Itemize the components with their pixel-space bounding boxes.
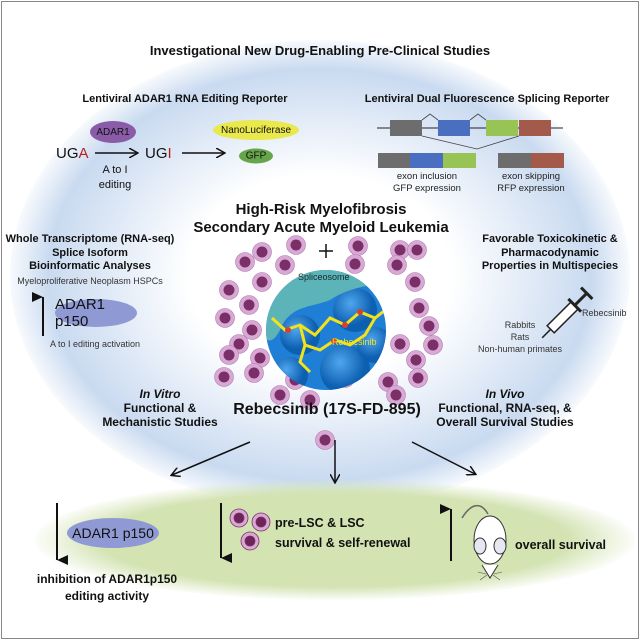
- cell: [407, 240, 427, 260]
- cell: [345, 254, 365, 274]
- cell: [215, 308, 235, 328]
- spliceosome-rebecsinib-structure: [266, 270, 386, 390]
- heading-line: Functional, RNA-seq, &: [438, 401, 572, 415]
- adar1-p150-outcome-ellipse: ADAR1 p150: [67, 518, 159, 548]
- species-item: Rats: [510, 332, 530, 342]
- cell: [252, 242, 272, 262]
- codon-prefix: UG: [145, 145, 168, 162]
- heading-line: Splice Isoform: [52, 246, 128, 259]
- cell: [235, 252, 255, 272]
- caption-line: exon inclusion: [396, 171, 458, 182]
- heading-line: Properties in Multispecies: [481, 260, 619, 272]
- heading-line: Mechanistic Studies: [102, 415, 218, 429]
- figure-title: Investigational New Drug-Enabling Pre-Cl…: [149, 43, 491, 58]
- caption-line: RFP expression: [497, 183, 565, 194]
- splicing-construct: [377, 113, 564, 168]
- caption-line: exon skipping: [501, 171, 561, 182]
- syringe-label: Rebecsinib: [582, 308, 627, 318]
- heading-line: Favorable Toxicokinetic &: [482, 233, 618, 245]
- gfp-ellipse: GFP: [239, 148, 273, 164]
- caption-line: pre-LSC & LSC: [275, 516, 365, 530]
- spliceosome-label: Spliceosome: [298, 272, 350, 282]
- cell: [423, 335, 443, 355]
- codon-ugi: UGI: [145, 145, 172, 162]
- lsc-outcome-caption: pre-LSC & LSC survival & self-renewal: [275, 513, 410, 553]
- species-item: Non-human primates: [477, 344, 563, 354]
- caption-line: inhibition of ADAR1p150: [36, 572, 178, 586]
- cell: [406, 350, 426, 370]
- editing-activation-label: A to I editing activation: [49, 339, 141, 349]
- syringe-icon: [541, 286, 594, 339]
- heading-italic: In Vivo: [485, 387, 525, 401]
- caption-line: GFP expression: [393, 183, 461, 194]
- nanoluciferase-ellipse: NanoLuciferase: [213, 120, 299, 140]
- codon-uga: UGA: [56, 145, 89, 162]
- mpn-hspcs-label: Myeloproliferative Neoplasm HSPCs: [17, 276, 163, 286]
- lsc-cells-icon: [229, 508, 271, 551]
- heading-line: Pharmacodynamic: [501, 246, 599, 259]
- codon-inosine: I: [167, 145, 172, 162]
- heading-italic: In Vitro: [139, 387, 181, 401]
- cell: [219, 345, 239, 365]
- survival-outcome-caption: overall survival: [515, 538, 607, 552]
- edit-caption-line: editing: [98, 179, 132, 191]
- cell: [244, 363, 264, 383]
- drug-name: Rebecsinib (17S-FD-895): [233, 401, 421, 418]
- mouse-icon: [461, 504, 507, 581]
- disease-line: High-Risk Myelofibrosis: [235, 201, 407, 218]
- cell: [300, 390, 320, 410]
- cell: [239, 295, 259, 315]
- plus-icon: [319, 244, 333, 258]
- cell: [275, 255, 295, 275]
- arrow-to-survival-outcome: [411, 441, 475, 474]
- arrow-to-adar-outcome: [172, 441, 251, 475]
- heading-line: Functional &: [123, 401, 197, 415]
- disease-line: Secondary Acute Myeloid Leukemia: [193, 219, 449, 236]
- cell: [315, 430, 335, 450]
- cell: [405, 272, 425, 292]
- editing-reporter-heading: Lentiviral ADAR1 RNA Editing Reporter: [82, 93, 288, 105]
- cell: [286, 235, 306, 255]
- cell: [219, 280, 239, 300]
- codon-prefix: UG: [56, 145, 79, 162]
- edit-caption: A to I editing: [99, 163, 131, 193]
- codon-adenosine: A: [78, 145, 89, 162]
- cell: [252, 272, 272, 292]
- heading-line: Overall Survival Studies: [436, 415, 574, 429]
- pk-heading: Favorable Toxicokinetic &Pharmacodynamic…: [482, 233, 618, 274]
- adar-outcome-caption: inhibition of ADAR1p150 editing activity: [37, 571, 177, 605]
- cell: [386, 385, 406, 405]
- adar1-p150-ellipse: ADAR1 p150: [55, 296, 137, 330]
- cell: [409, 298, 429, 318]
- cell: [390, 334, 410, 354]
- cell: [214, 367, 234, 387]
- rebecsinib-structure-label: Rebecsinib: [332, 337, 377, 347]
- transcriptome-heading: Whole Transcriptome (RNA-seq)Splice Isof…: [6, 233, 175, 274]
- heading-line: Bioinformatic Analyses: [29, 260, 151, 272]
- splicing-reporter-heading: Lentiviral Dual Fluorescence Splicing Re…: [364, 93, 610, 105]
- caption-line: survival & self-renewal: [275, 536, 411, 550]
- species-item: Rabbits: [504, 320, 536, 330]
- cell: [419, 316, 439, 336]
- cell: [408, 368, 428, 388]
- edit-caption-line: A to I: [102, 164, 128, 176]
- caption-line: editing activity: [64, 589, 150, 603]
- heading-line: Whole Transcriptome (RNA-seq): [5, 233, 175, 245]
- cell: [390, 240, 410, 260]
- cell: [387, 255, 407, 275]
- cell: [242, 320, 262, 340]
- adar1-enzyme-ellipse: ADAR1: [90, 121, 136, 143]
- cell: [270, 385, 290, 405]
- cell: [348, 236, 368, 256]
